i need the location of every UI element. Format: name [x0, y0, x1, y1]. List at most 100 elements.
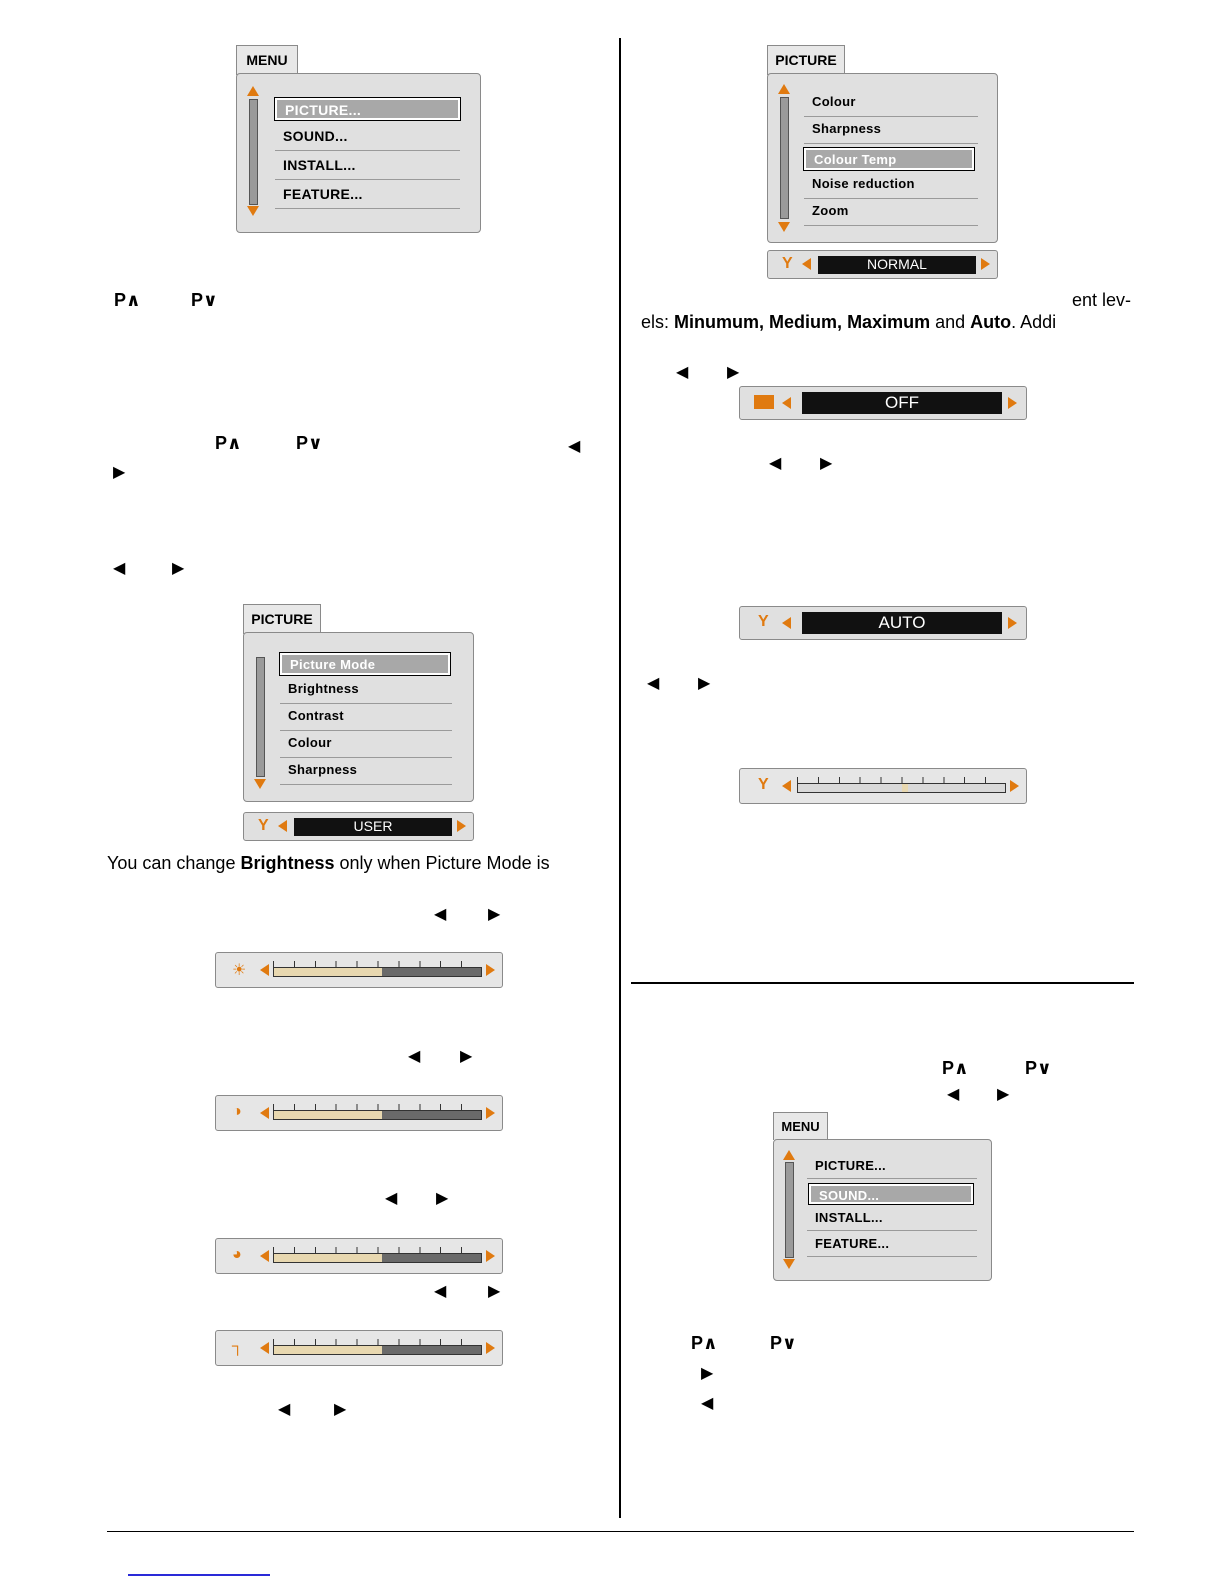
menu-item-picture[interactable]: PICTURE...	[807, 1156, 977, 1179]
wrench-icon: Y	[758, 613, 769, 630]
scrollbar[interactable]	[256, 657, 265, 777]
key-left: ◀	[676, 364, 689, 381]
slider-track[interactable]	[273, 1253, 482, 1263]
levels-text-1: ent lev-	[1072, 290, 1132, 310]
key-p-down: P∨	[296, 433, 323, 453]
arrow-left-icon[interactable]	[782, 780, 791, 792]
slider-fill	[274, 1346, 382, 1354]
menu-item-install[interactable]: INSTALL...	[275, 155, 460, 180]
arrow-right-icon[interactable]	[981, 258, 990, 270]
scroll-down-icon[interactable]	[247, 206, 259, 216]
noise-reduction-value: OFF	[802, 392, 1002, 414]
scroll-down-icon[interactable]	[778, 222, 790, 232]
colour-slider[interactable]: ◕	[215, 1238, 503, 1274]
arrow-left-icon[interactable]	[260, 1342, 269, 1354]
key-right: ▶	[460, 1048, 473, 1065]
key-right: ▶	[172, 560, 185, 577]
arrow-right-icon[interactable]	[486, 1342, 495, 1354]
noise-reduction-icon	[754, 395, 774, 409]
scrollbar[interactable]	[785, 1162, 794, 1258]
colour-temp-footer: Y NORMAL	[767, 250, 998, 279]
arrow-right-icon[interactable]	[1010, 780, 1019, 792]
menu-tab: MENU	[773, 1112, 828, 1140]
arrow-left-icon[interactable]	[260, 1250, 269, 1262]
scroll-up-icon[interactable]	[247, 86, 259, 96]
menu-item-feature[interactable]: FEATURE...	[807, 1234, 977, 1257]
menu-item-colour-temp[interactable]: Colour Temp	[803, 147, 975, 171]
slider-track[interactable]	[273, 967, 482, 977]
menu-item-brightness[interactable]: Brightness	[280, 679, 452, 704]
menu-item-sharpness[interactable]: Sharpness	[804, 119, 978, 144]
slider-fill	[274, 1111, 382, 1119]
key-right: ▶	[488, 1283, 501, 1300]
menu-item-picture-mode[interactable]: Picture Mode	[279, 652, 451, 676]
arrow-right-icon[interactable]	[486, 1250, 495, 1262]
arrow-left-icon[interactable]	[782, 617, 791, 629]
key-right: ▶	[727, 364, 740, 381]
wrench-icon: Y	[758, 776, 769, 793]
slider-ticks	[273, 961, 482, 967]
key-left: ◀	[647, 675, 660, 692]
arrow-right-icon[interactable]	[1008, 617, 1017, 629]
scroll-down-icon[interactable]	[254, 779, 266, 789]
contrast-slider[interactable]: ◑	[215, 1095, 503, 1131]
menu-item-sharpness[interactable]: Sharpness	[280, 760, 452, 785]
slider-ticks	[273, 1339, 482, 1345]
picture-tab: PICTURE	[767, 45, 845, 75]
colour-temp-value: NORMAL	[818, 256, 976, 274]
key-left: ◀	[947, 1086, 960, 1103]
slider-track[interactable]	[797, 783, 1006, 793]
slider-track[interactable]	[273, 1345, 482, 1355]
menu-item-picture[interactable]: PICTURE...	[274, 97, 461, 121]
key-p-up: P∧	[942, 1058, 969, 1078]
sharpness-slider[interactable]: ┐	[215, 1330, 503, 1366]
arrow-left-icon[interactable]	[260, 1107, 269, 1119]
colour-icon: ◕	[232, 1246, 242, 1263]
key-right: ▶	[701, 1365, 714, 1382]
arrow-right-icon[interactable]	[457, 820, 466, 832]
menu-item-feature[interactable]: FEATURE...	[275, 184, 460, 209]
main-menu-panel-2: PICTURE... SOUND... INSTALL... FEATURE..…	[773, 1139, 992, 1281]
slider-ticks	[273, 1104, 482, 1110]
scroll-up-icon[interactable]	[783, 1150, 795, 1160]
key-right: ▶	[334, 1401, 347, 1418]
picture-tab: PICTURE	[243, 604, 321, 634]
brightness-slider[interactable]: ☀	[215, 952, 503, 988]
wrench-icon: Y	[782, 255, 793, 272]
key-p-up: P∧	[215, 433, 242, 453]
slider-ticks	[273, 1247, 482, 1253]
zoom-box: Y AUTO	[739, 606, 1027, 640]
menu-item-colour[interactable]: Colour	[280, 733, 452, 758]
tint-slider[interactable]: Y	[739, 768, 1027, 804]
scrollbar[interactable]	[249, 99, 258, 205]
arrow-left-icon[interactable]	[802, 258, 811, 270]
arrow-right-icon[interactable]	[486, 964, 495, 976]
menu-item-zoom[interactable]: Zoom	[804, 201, 978, 226]
arrow-right-icon[interactable]	[486, 1107, 495, 1119]
page-link-underline[interactable]	[128, 1574, 270, 1576]
arrow-left-icon[interactable]	[260, 964, 269, 976]
arrow-left-icon[interactable]	[278, 820, 287, 832]
menu-item-noise-reduction[interactable]: Noise reduction	[804, 174, 978, 199]
key-left: ◀	[408, 1048, 421, 1065]
menu-item-install[interactable]: INSTALL...	[807, 1208, 977, 1231]
key-left: ◀	[701, 1395, 714, 1412]
slider-track[interactable]	[273, 1110, 482, 1120]
menu-tab: MENU	[236, 45, 298, 75]
key-left: ◀	[568, 438, 581, 455]
menu-item-sound[interactable]: SOUND...	[808, 1183, 974, 1205]
slider-fill	[274, 968, 382, 976]
footer-rule	[107, 1531, 1134, 1532]
menu-item-contrast[interactable]: Contrast	[280, 706, 452, 731]
scroll-up-icon[interactable]	[778, 84, 790, 94]
slider-fill	[274, 1254, 382, 1262]
arrow-right-icon[interactable]	[1008, 397, 1017, 409]
scrollbar[interactable]	[780, 97, 789, 219]
slider-thumb[interactable]	[901, 784, 908, 792]
key-right: ▶	[436, 1190, 449, 1207]
menu-item-colour[interactable]: Colour	[804, 92, 978, 117]
arrow-left-icon[interactable]	[782, 397, 791, 409]
scroll-down-icon[interactable]	[783, 1259, 795, 1269]
key-p-up: P∧	[691, 1333, 718, 1353]
menu-item-sound[interactable]: SOUND...	[275, 126, 460, 151]
